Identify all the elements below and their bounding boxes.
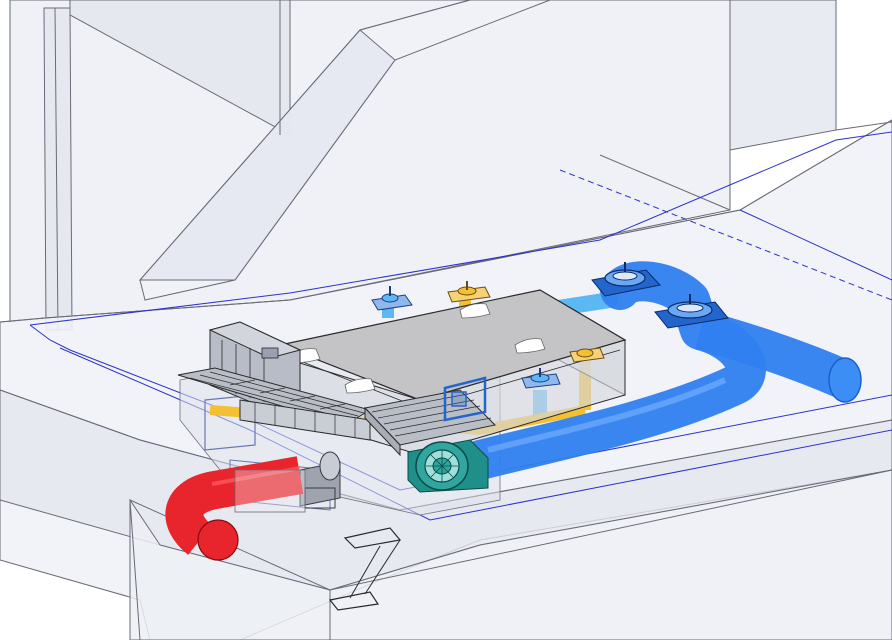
flange-blue-right <box>521 368 561 389</box>
pipe-flanges <box>371 281 605 389</box>
blower-fan <box>407 439 489 493</box>
flange-blue-left <box>371 286 413 311</box>
supply-air-duct <box>165 456 306 561</box>
flange-gold-right <box>569 347 605 363</box>
filter-grille-left <box>177 367 372 441</box>
flange-gold-left <box>447 281 491 303</box>
floor-grille-b <box>328 591 380 611</box>
guide-line-diag <box>739 209 892 281</box>
supply-duct-end <box>197 519 239 561</box>
duct-collar-1 <box>591 262 661 297</box>
service-hatch <box>443 376 487 422</box>
unit-top-panel <box>277 289 627 401</box>
return-air-duct <box>460 261 862 480</box>
duct-connector <box>299 451 341 509</box>
right-wall-panel <box>729 0 837 151</box>
chute-face <box>138 29 396 281</box>
duct-collar-2 <box>654 294 729 329</box>
guide-line-upper <box>29 131 892 326</box>
duct-open-end <box>828 357 862 403</box>
